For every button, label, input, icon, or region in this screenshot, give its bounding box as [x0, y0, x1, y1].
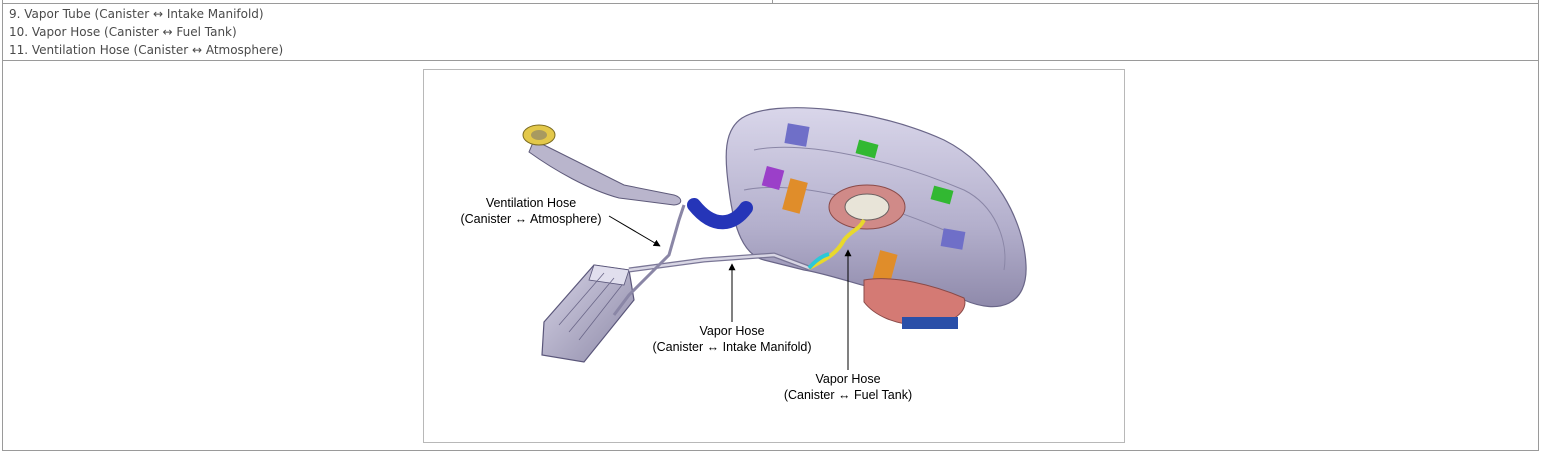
list-item: 10. Vapor Hose (Canister ↔ Fuel Tank) — [9, 25, 237, 39]
blue-fuel-hose — [687, 198, 753, 230]
vapor-hose-intake-sublabel: (Canister ↔ Intake Manifold) — [652, 340, 811, 354]
vapor-tube-line-inner — [628, 253, 810, 272]
vapor-hose-intake-label: Vapor Hose — [699, 324, 764, 338]
ventilation-hose-sublabel: (Canister ↔ Atmosphere) — [460, 212, 601, 226]
vapor-hose-tank-label: Vapor Hose — [815, 372, 880, 386]
canister — [541, 264, 635, 363]
filler-neck — [522, 124, 682, 206]
list-item: 11. Ventilation Hose (Canister ↔ Atmosph… — [9, 43, 284, 57]
vapor-hose-fuel-tank-line — [808, 219, 866, 270]
fuel-tank — [725, 107, 1027, 329]
vapor-hose-tank-sublabel: (Canister ↔ Fuel Tank) — [784, 388, 912, 402]
fuel-system-illustration: Ventilation Hose (Canister ↔ Atmosphere)… — [460, 107, 1027, 402]
figure-frame: Ventilation Hose (Canister ↔ Atmosphere)… — [423, 69, 1125, 443]
ventilation-hose-line — [612, 204, 686, 316]
list-item: 9. Vapor Tube (Canister ↔ Intake Manifol… — [9, 7, 264, 21]
top-cell-divider — [772, 0, 773, 3]
ventilation-hose-arrow — [608, 215, 661, 247]
parts-list-row: 9. Vapor Tube (Canister ↔ Intake Manifol… — [3, 3, 1538, 61]
ventilation-hose-label: Ventilation Hose — [486, 196, 576, 210]
vapor-hose-fuel-tank-cyan — [807, 252, 830, 270]
